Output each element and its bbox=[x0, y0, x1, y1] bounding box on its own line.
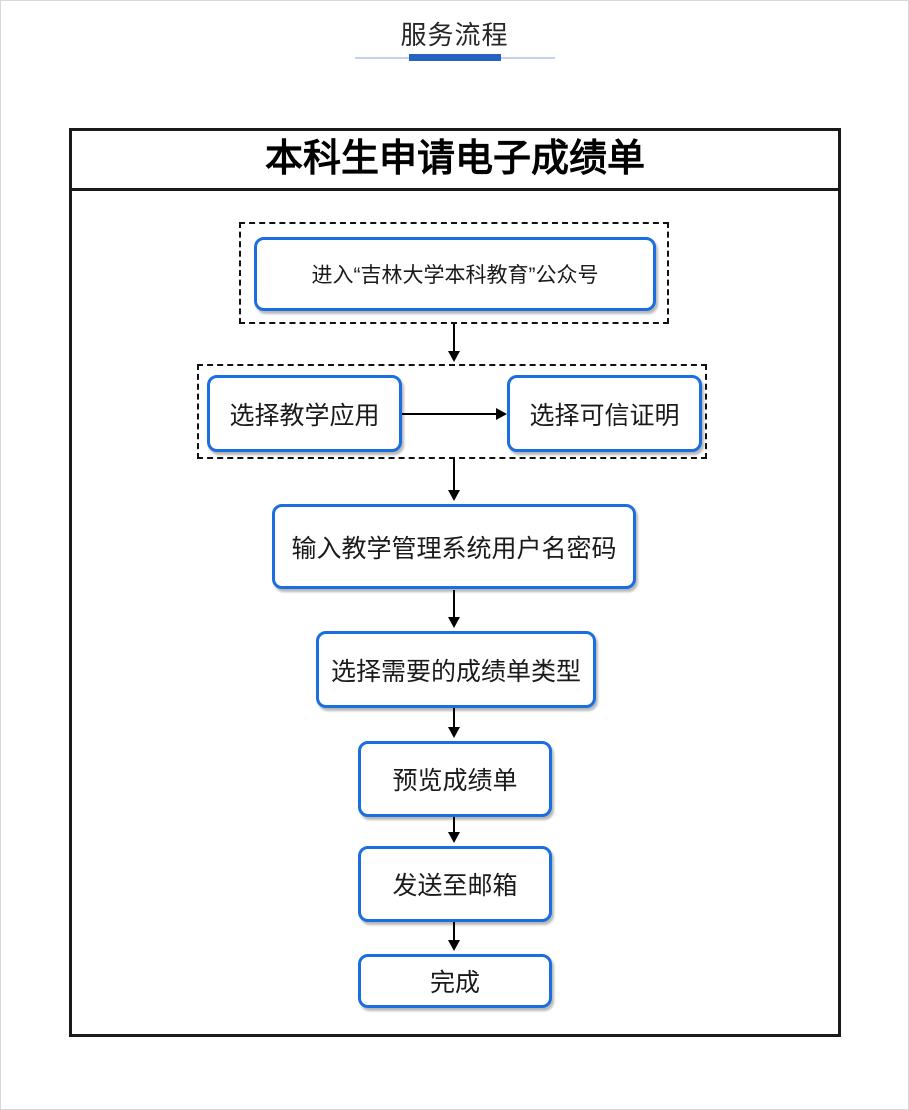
underline-accent-bar bbox=[409, 54, 501, 61]
dashed-group-2 bbox=[197, 364, 707, 459]
arrow-down-6 bbox=[448, 922, 460, 951]
arrow-down-2 bbox=[448, 459, 460, 501]
flow-node-enter-credentials: 输入教学管理系统用户名密码 bbox=[272, 504, 636, 589]
arrow-right-1 bbox=[402, 408, 507, 420]
dashed-group-1 bbox=[239, 222, 669, 324]
flow-node-send-to-email: 发送至邮箱 bbox=[358, 846, 552, 922]
flow-node-select-teaching-app: 选择教学应用 bbox=[207, 375, 402, 452]
flow-node-select-trusted-certificate: 选择可信证明 bbox=[507, 375, 702, 452]
flow-node-enter-official-account: 进入“吉林大学本科教育”公众号 bbox=[254, 237, 656, 311]
arrow-down-3 bbox=[448, 590, 460, 628]
arrow-down-4 bbox=[448, 708, 460, 738]
flowchart-title: 本科生申请电子成绩单 bbox=[72, 131, 838, 191]
flow-node-done: 完成 bbox=[358, 954, 552, 1008]
arrow-down-1 bbox=[448, 324, 460, 362]
section-title-underline-decoration bbox=[355, 54, 555, 62]
section-title: 服务流程 bbox=[400, 20, 509, 50]
arrow-down-5 bbox=[448, 817, 460, 843]
flow-node-select-transcript-type: 选择需要的成绩单类型 bbox=[316, 631, 596, 708]
flow-node-preview-transcript: 预览成绩单 bbox=[358, 741, 552, 817]
